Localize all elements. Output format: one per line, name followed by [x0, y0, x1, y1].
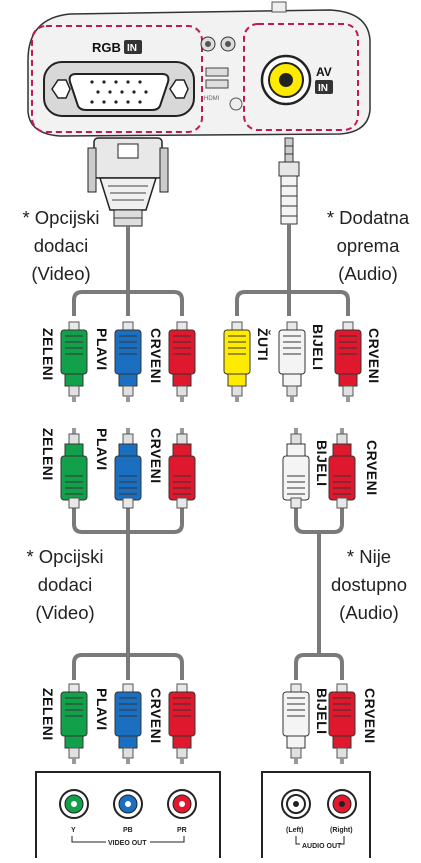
vga-cable-plug — [87, 137, 169, 227]
audio-port-right: (Right) — [330, 827, 353, 834]
video-port-y: Y — [71, 827, 76, 834]
yellow-plug-1 — [223, 321, 251, 403]
white-plug-2 — [282, 427, 310, 509]
label-zuti-1: ŽUTI — [255, 328, 271, 362]
note-left-top: * Opcijski dodaci (Video) — [22, 207, 100, 284]
note-right-mid: * Nije dostupno (Audio) — [330, 546, 408, 623]
rgb-label: RGB — [92, 40, 121, 55]
av-in-badge: IN — [318, 83, 328, 94]
video-port-pb: PB — [123, 827, 133, 834]
video-port-pr: PR — [177, 827, 187, 834]
rgb-in-badge: IN — [127, 43, 137, 54]
audio-mini-plug — [278, 137, 300, 225]
rgb-highlight — [31, 25, 203, 133]
plug-row2-left — [60, 427, 196, 509]
video-out-panel: Y PB PR VIDEO OUT — [35, 771, 221, 858]
green-plug-3 — [60, 683, 88, 765]
red-plug-5 — [168, 683, 196, 765]
note-left-mid: * Opcijski dodaci (Video) — [26, 546, 104, 623]
label-zeleni-3: ZELENI — [40, 688, 56, 741]
label-crveni-4: CRVENI — [364, 440, 380, 496]
red-plug-6 — [328, 683, 356, 765]
plug-row1-left — [60, 321, 196, 403]
video-out-y-jack[interactable] — [59, 789, 89, 819]
label-crveni-1: CRVENI — [148, 328, 164, 384]
av-label: AV — [316, 65, 332, 79]
label-bijeli-2: BIJELI — [314, 440, 330, 487]
label-zeleni-1: ZELENI — [40, 328, 56, 381]
label-zeleni-2: ZELENI — [40, 428, 56, 481]
label-bijeli-1: BIJELI — [310, 324, 326, 371]
video-out-label: VIDEO OUT — [108, 840, 147, 847]
video-out-pr-jack[interactable] — [167, 789, 197, 819]
cables — [72, 224, 350, 680]
hdmi-label: HDMI — [204, 96, 220, 102]
blue-plug-1 — [114, 321, 142, 403]
vga-port[interactable] — [43, 61, 195, 117]
av-highlight — [243, 23, 359, 131]
label-plavi-2: PLAVI — [94, 428, 110, 471]
blue-plug-2 — [114, 427, 142, 509]
plug-row3-left — [60, 683, 196, 765]
video-out-pb-jack[interactable] — [113, 789, 143, 819]
red-plug-4 — [328, 427, 356, 509]
label-crveni-2: CRVENI — [366, 328, 382, 384]
av-in-jack[interactable] — [260, 54, 312, 106]
label-crveni-3: CRVENI — [148, 428, 164, 484]
label-bijeli-3: BIJELI — [314, 688, 330, 735]
plug-row1-right — [223, 321, 362, 403]
red-plug-2 — [334, 321, 362, 403]
label-crveni-5: CRVENI — [148, 688, 164, 744]
red-plug-3 — [168, 427, 196, 509]
note-right-top: * Dodatna oprema (Audio) — [326, 207, 410, 284]
red-plug-1 — [168, 321, 196, 403]
blue-plug-3 — [114, 683, 142, 765]
usb-port — [205, 67, 229, 89]
audio-out-right-jack[interactable] — [327, 789, 357, 819]
small-audio-jacks — [200, 36, 236, 52]
audio-out-left-jack[interactable] — [281, 789, 311, 819]
white-plug-1 — [278, 321, 306, 403]
green-plug-2 — [60, 427, 88, 509]
label-crveni-6: CRVENI — [362, 688, 378, 744]
audio-out-label: AUDIO OUT — [302, 843, 342, 850]
green-plug-1 — [60, 321, 88, 403]
audio-out-panel: (Left) (Right) AUDIO OUT — [261, 771, 371, 858]
white-plug-3 — [282, 683, 310, 765]
label-plavi-1: PLAVI — [94, 328, 110, 371]
label-plavi-3: PLAVI — [94, 688, 110, 731]
audio-port-left: (Left) — [286, 827, 304, 834]
